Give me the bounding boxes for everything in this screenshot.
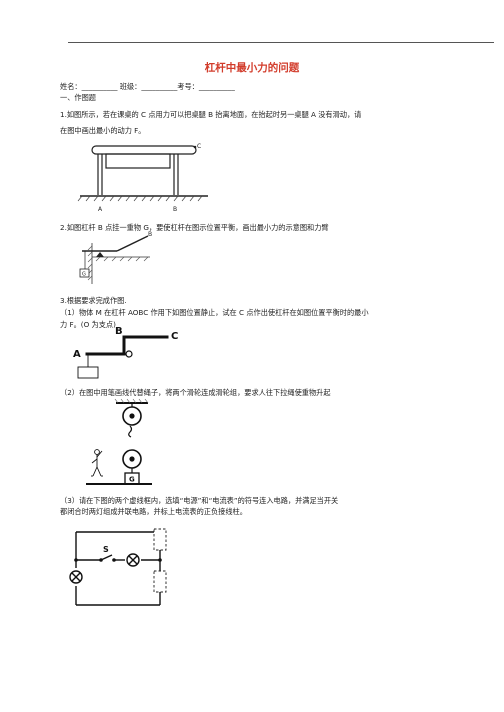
label-s: S [103, 545, 109, 554]
point-c-marker [193, 145, 197, 149]
label-b: B [148, 231, 152, 238]
dashed-box-top [153, 528, 167, 551]
label-b: B [115, 326, 123, 337]
question-3a-text-line-1: （1）物体 M 在杠杆 AOBC 作用下如图位置静止，试在 C 点作出使杠杆在如… [60, 308, 369, 317]
page-title: 杠杆中最小力的问题 [204, 62, 300, 74]
label-c: C [197, 143, 201, 150]
question-2-text: 2.如图杠杆 B 点挂一重物 G，要使杠杆在图示位置平衡，画出最小力的示意图和力… [60, 223, 329, 232]
label-b: B [173, 206, 177, 213]
dashed-box-bottom [153, 570, 167, 593]
question-1-text-line-2: 在图中画出最小的动力 F。 [60, 126, 146, 135]
header-rule [68, 42, 494, 43]
question-3c-text-line-1: （3）请在下图的两个虚线框内，选填“电源”和“电流表”的符号连入电路，并满足当开… [60, 496, 339, 505]
question-3a-text-line-2: 力 F。(O 为支点) [60, 320, 116, 329]
student-info-line: 姓名：__________ 班级：__________考号：__________ [60, 82, 235, 91]
label-a: A [73, 349, 81, 360]
question-1-text-line-1: 1.如图所示，若在课桌的 C 点用力可以把桌腿 B 抬离地面，在抬起时另一桌腿 … [60, 110, 362, 119]
label-a: A [98, 206, 103, 213]
pivot-o [125, 350, 133, 358]
label-g: G [129, 476, 135, 484]
question-3-text: 3.根据要求完成作图. [60, 296, 127, 305]
label-g: G [82, 272, 86, 278]
person-figure [91, 449, 103, 477]
question-3b-text: （2）在图中用笔画线代替绳子，将两个滑轮连成滑轮组，要求人往下拉绳使重物升起 [60, 388, 331, 397]
label-c: C [171, 331, 178, 342]
section-heading: 一、作图题 [60, 93, 96, 102]
question-3c-text-line-2: 都闭合时两灯组成并联电路，并标上电流表的正负接线柱。 [60, 507, 247, 516]
